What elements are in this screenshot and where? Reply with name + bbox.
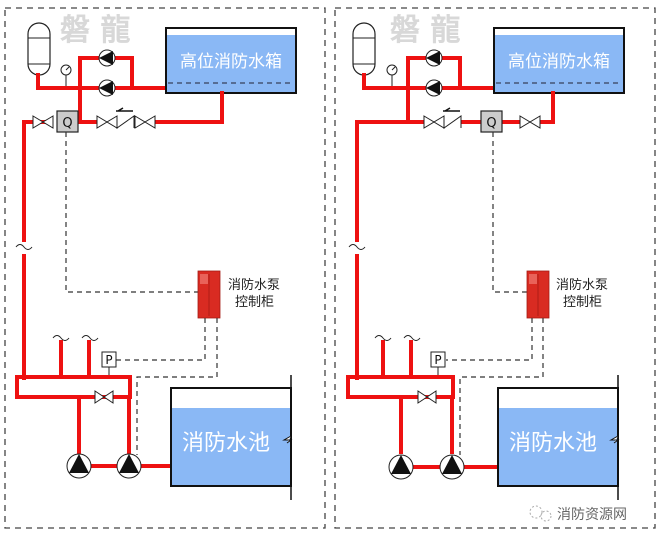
pressure-switch-label: P bbox=[434, 353, 441, 367]
pipe-tank-outlet bbox=[153, 91, 224, 124]
watermark: 磐 龍 bbox=[60, 13, 130, 48]
break-symbol-icon bbox=[403, 335, 421, 341]
fire-pump-icon bbox=[388, 454, 414, 480]
signal-line-pump bbox=[136, 318, 218, 455]
wechat-icon bbox=[529, 505, 552, 522]
high-level-water-tank: 高位消防水箱 bbox=[165, 27, 297, 94]
signal-line-flow-switch bbox=[65, 132, 198, 293]
break-symbol-icon bbox=[81, 335, 99, 341]
pressure-gauge-icon bbox=[60, 64, 72, 88]
booster-pump-icon bbox=[425, 79, 443, 97]
fire-pump-icon bbox=[116, 453, 142, 479]
pressure-tank-icon bbox=[27, 22, 51, 76]
control-cabinet-label-line2: 控制柜 bbox=[235, 295, 274, 310]
flow-switch: Q bbox=[56, 110, 79, 133]
flow-switch: Q bbox=[480, 110, 503, 133]
fire-water-pool: 消防水池 bbox=[170, 375, 293, 500]
pressure-switch-label: P bbox=[105, 353, 112, 367]
fire-pump-icon bbox=[439, 454, 465, 480]
pressure-switch: P bbox=[101, 351, 117, 377]
pipe-riser bbox=[22, 120, 52, 242]
signal-line-pressure-switch bbox=[116, 318, 206, 361]
flow-switch-label: Q bbox=[62, 116, 72, 131]
booster-pump-icon bbox=[98, 79, 116, 97]
pipe-tank-outlet bbox=[538, 91, 555, 124]
footer-brand: 消防资源网 bbox=[557, 507, 627, 523]
signal-line-pump bbox=[459, 318, 544, 455]
break-symbol-icon bbox=[374, 335, 392, 341]
pressure-tank-icon bbox=[352, 22, 376, 76]
check-valve-icon bbox=[443, 107, 462, 129]
pump-control-cabinet-icon bbox=[197, 270, 221, 319]
gate-valve-icon bbox=[417, 390, 437, 404]
control-cabinet-label-line2: 控制柜 bbox=[563, 295, 602, 310]
panel-left: 磐 龍 高位消防水箱 bbox=[4, 7, 326, 529]
pipe-manifold bbox=[346, 375, 455, 399]
pipe-riser bbox=[355, 120, 426, 242]
watermark: 磐 龍 bbox=[390, 13, 460, 48]
pool-label: 消防水池 bbox=[182, 431, 270, 456]
high-tank-label: 高位消防水箱 bbox=[508, 52, 610, 72]
signal-line-flow-switch bbox=[492, 132, 528, 293]
fire-water-pool: 消防水池 bbox=[497, 375, 620, 500]
panel-right: 磐 龍 高位消防水箱 bbox=[334, 7, 656, 529]
pressure-switch: P bbox=[430, 351, 446, 377]
flow-switch-label: Q bbox=[486, 116, 496, 131]
check-valve-icon bbox=[116, 107, 135, 129]
gate-valve-icon bbox=[519, 115, 541, 129]
pipe-tank-line bbox=[362, 73, 495, 90]
gate-valve-icon bbox=[134, 115, 156, 129]
panel-frame bbox=[334, 7, 656, 529]
break-symbol-icon bbox=[348, 244, 366, 250]
high-tank-label: 高位消防水箱 bbox=[180, 52, 282, 72]
signal-line-pressure-switch bbox=[446, 318, 533, 361]
break-symbol-icon bbox=[15, 244, 33, 250]
control-cabinet-label-line1: 消防水泵 bbox=[228, 277, 280, 293]
panel-frame bbox=[4, 7, 326, 529]
control-cabinet-label-line1: 消防水泵 bbox=[556, 277, 608, 293]
pressure-gauge-icon bbox=[386, 64, 398, 88]
gate-valve-icon bbox=[32, 115, 54, 129]
booster-pump-icon bbox=[98, 49, 116, 67]
pool-label: 消防水池 bbox=[509, 431, 597, 456]
gate-valve-icon bbox=[94, 390, 114, 404]
high-level-water-tank: 高位消防水箱 bbox=[493, 27, 625, 94]
fire-pump-icon bbox=[66, 453, 92, 479]
pump-control-cabinet-icon bbox=[526, 270, 550, 319]
gate-valve-icon bbox=[96, 115, 118, 129]
pipe-tank-line bbox=[36, 73, 167, 90]
gate-valve-icon bbox=[423, 115, 445, 129]
break-symbol-icon bbox=[52, 335, 70, 341]
booster-pump-icon bbox=[425, 49, 443, 67]
